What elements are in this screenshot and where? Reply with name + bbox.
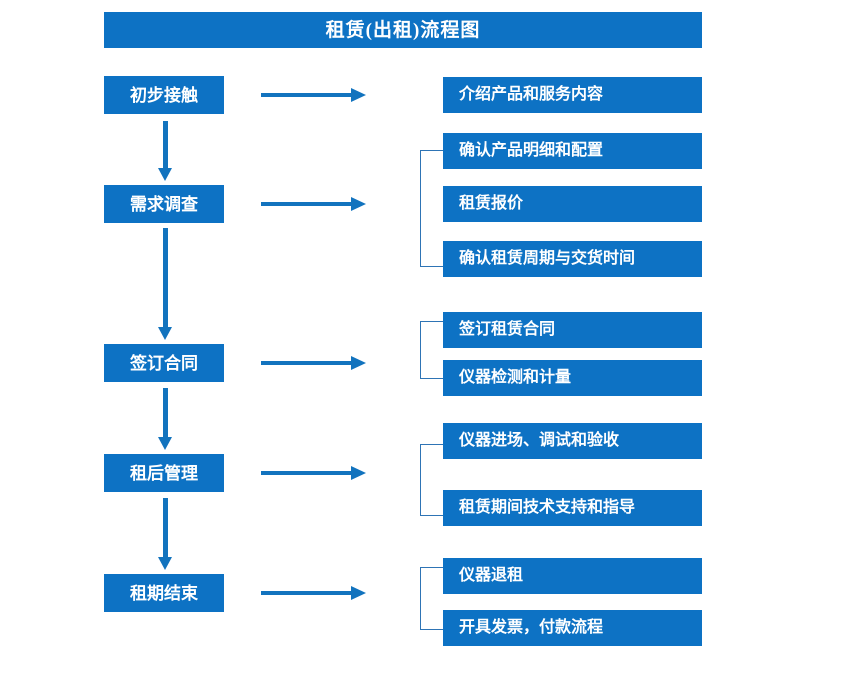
detail-label: 仪器进场、调试和验收 <box>459 432 620 449</box>
arrow-shaft <box>261 202 353 206</box>
detail-box-confirm-spec[interactable]: 确认产品明细和配置 <box>443 133 702 169</box>
arrow-head <box>158 437 172 450</box>
detail-box-technical-support[interactable]: 租赁期间技术支持和指导 <box>443 490 702 526</box>
group-bracket-post-rental <box>420 444 443 516</box>
stage-box-rental-end[interactable]: 租期结束 <box>104 574 224 612</box>
vertical-arrow-3 <box>158 388 172 450</box>
stage-box-sign-contract[interactable]: 签订合同 <box>104 344 224 382</box>
detail-box-instrument-onsite[interactable]: 仪器进场、调试和验收 <box>443 423 702 459</box>
detail-box-instrument-inspection[interactable]: 仪器检测和计量 <box>443 360 702 396</box>
stage-label: 签订合同 <box>130 353 198 373</box>
horizontal-arrow-4 <box>261 466 367 480</box>
stage-label: 需求调查 <box>130 194 198 214</box>
detail-label: 确认租赁周期与交货时间 <box>459 250 636 267</box>
vertical-arrow-4 <box>158 498 172 570</box>
detail-label: 签订租赁合同 <box>459 321 556 338</box>
group-bracket-sign-contract <box>420 321 443 379</box>
stage-label: 租期结束 <box>130 583 198 603</box>
horizontal-arrow-2 <box>261 197 367 211</box>
arrow-head <box>158 168 172 181</box>
detail-label: 租赁期间技术支持和指导 <box>459 499 636 516</box>
stage-box-post-rental-management[interactable]: 租后管理 <box>104 454 224 492</box>
detail-box-sign-rental-contract[interactable]: 签订租赁合同 <box>443 312 702 348</box>
arrow-head <box>158 327 172 340</box>
arrow-shaft <box>163 228 168 327</box>
detail-label: 介绍产品和服务内容 <box>459 86 604 103</box>
arrow-shaft <box>163 498 168 557</box>
horizontal-arrow-1 <box>261 88 367 102</box>
detail-box-confirm-period-delivery[interactable]: 确认租赁周期与交货时间 <box>443 241 702 277</box>
detail-box-introduce-products[interactable]: 介绍产品和服务内容 <box>443 77 702 113</box>
page-title: 租赁(出租)流程图 <box>325 19 481 41</box>
arrow-head <box>351 356 366 370</box>
arrow-head <box>351 586 366 600</box>
horizontal-arrow-3 <box>261 356 367 370</box>
flowchart-title-bar: 租赁(出租)流程图 <box>104 12 702 48</box>
stage-box-initial-contact[interactable]: 初步接触 <box>104 76 224 114</box>
arrow-head <box>351 88 366 102</box>
arrow-shaft <box>261 471 353 475</box>
group-bracket-rental-end <box>420 567 443 630</box>
vertical-arrow-1 <box>158 121 172 181</box>
arrow-shaft <box>261 591 353 595</box>
detail-label: 租赁报价 <box>459 195 524 212</box>
group-bracket-demand-survey <box>420 150 443 267</box>
horizontal-arrow-5 <box>261 586 367 600</box>
arrow-shaft <box>163 121 168 168</box>
detail-label: 确认产品明细和配置 <box>459 142 604 159</box>
detail-label: 开具发票，付款流程 <box>459 619 604 636</box>
arrow-shaft <box>163 388 168 437</box>
stage-box-demand-survey[interactable]: 需求调查 <box>104 185 224 223</box>
arrow-head <box>351 197 366 211</box>
arrow-head <box>351 466 366 480</box>
detail-box-invoice-payment[interactable]: 开具发票，付款流程 <box>443 610 702 646</box>
detail-label: 仪器检测和计量 <box>459 369 572 386</box>
detail-box-rental-quote[interactable]: 租赁报价 <box>443 186 702 222</box>
arrow-head <box>158 557 172 570</box>
stage-label: 初步接触 <box>130 85 198 105</box>
arrow-shaft <box>261 361 353 365</box>
detail-label: 仪器退租 <box>459 567 524 584</box>
vertical-arrow-2 <box>158 228 172 340</box>
stage-label: 租后管理 <box>130 463 198 483</box>
arrow-shaft <box>261 93 353 97</box>
detail-box-instrument-return[interactable]: 仪器退租 <box>443 558 702 594</box>
